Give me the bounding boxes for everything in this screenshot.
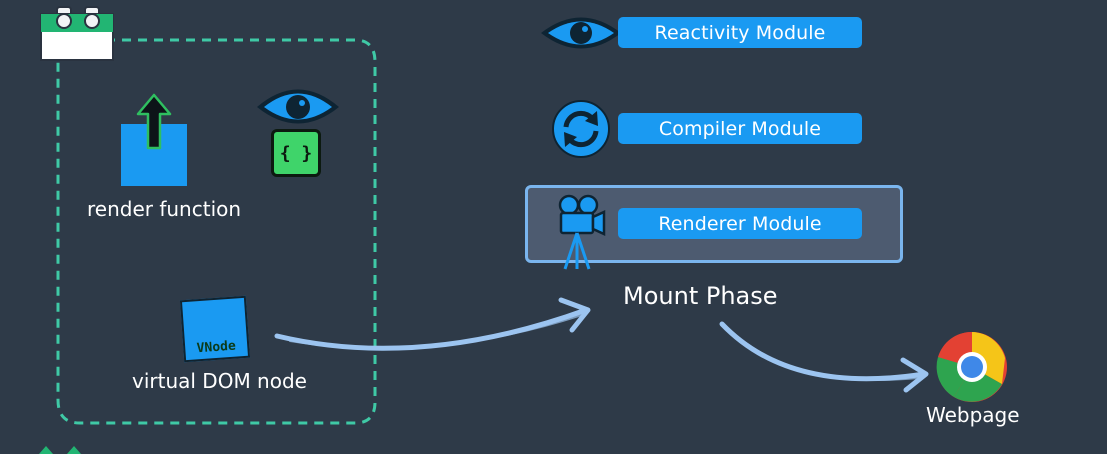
chrome-icon [936, 331, 1007, 402]
compiler-module-label: Compiler Module [618, 113, 862, 144]
mount-to-webpage-arrow [719, 321, 929, 393]
vnode-to-mount-arrow [274, 297, 591, 351]
virtual-dom-node-label: virtual DOM node [132, 369, 307, 393]
upload-arrow-icon [121, 93, 187, 186]
eye-icon [257, 89, 339, 124]
braces-icon: { } [271, 129, 321, 177]
mount-phase-label: Mount Phase [623, 282, 778, 310]
render-function-label: render function [87, 197, 242, 221]
lego-block-icon [40, 6, 114, 61]
movie-camera-icon [558, 194, 606, 270]
sync-icon [552, 100, 610, 158]
renderer-module-label: Renderer Module [618, 208, 862, 239]
eye-icon [541, 17, 621, 49]
webpage-label: Webpage [926, 403, 1020, 427]
reactivity-module-label: Reactivity Module [618, 17, 862, 48]
braces-text: { } [279, 142, 313, 164]
lego-block-icon [39, 446, 81, 454]
